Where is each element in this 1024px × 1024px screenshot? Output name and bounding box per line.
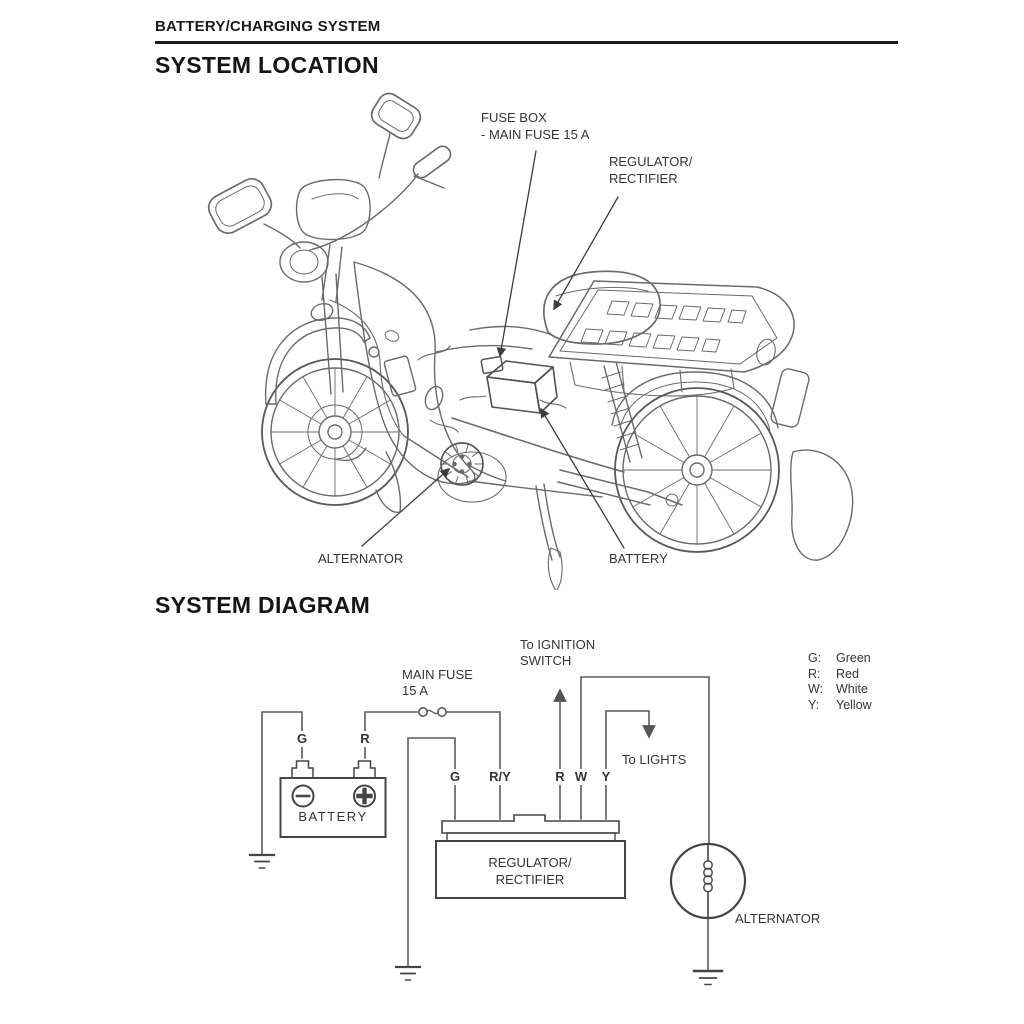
section-heading-diagram: SYSTEM DIAGRAM: [155, 592, 371, 618]
stand-art: [535, 483, 563, 590]
wire-white-to-alternator: [580, 676, 710, 844]
chapter-title: BATTERY/CHARGING SYSTEM: [155, 18, 381, 35]
legend-row-yellow: Y:Yellow: [808, 697, 872, 712]
legend-row-green: G:Green: [808, 651, 871, 665]
ground-icons: [248, 853, 724, 986]
alternator-callout-label: ALTERNATOR: [318, 551, 404, 566]
fuse-box-callout-label: FUSE BOX - MAIN FUSE 15 A: [481, 110, 590, 142]
main-fuse-icon: [417, 706, 447, 717]
legend-row-red: R:Red: [808, 666, 859, 681]
tail-art: [756, 338, 854, 561]
regulator-pin-g: G: [447, 769, 463, 785]
front-fender-art: [264, 273, 402, 513]
regulator-pin-r: R: [553, 769, 567, 785]
ground-icon-regulator: [394, 965, 422, 981]
regulator-pin-y: Y: [599, 769, 613, 785]
battery-symbol: [279, 760, 387, 838]
regulator-symbol: [435, 814, 626, 899]
ground-icon-battery: [248, 853, 276, 869]
rear-rack-art: [548, 280, 795, 397]
shock-art: [601, 361, 643, 463]
main-fuse-label: MAIN FUSE 15 A: [402, 667, 473, 698]
callout-alternator: [361, 468, 451, 547]
regulator-pin-w: W: [572, 769, 590, 785]
wire-color-legend: G:Green R:Red W:White Y:Yellow: [808, 651, 872, 713]
motorcycle-illustration: [207, 92, 854, 590]
wire-to-lights: [605, 710, 656, 820]
front-wheel-art: [261, 358, 409, 506]
battery-symbol-label: BATTERY: [298, 809, 368, 824]
rear-wheel-art: [557, 371, 780, 553]
to-lights-label: To LIGHTS: [622, 752, 687, 767]
callout-lines: [361, 150, 625, 549]
callout-fuse-box: [496, 150, 537, 358]
regulator-pin-ry: R/Y: [487, 769, 513, 785]
wire-fuse-to-ry-pin: [445, 711, 501, 820]
section-heading-location: SYSTEM LOCATION: [155, 52, 379, 78]
battery-callout-label: BATTERY: [609, 551, 668, 566]
handlebar-art: [207, 92, 452, 358]
alternator-symbol: [669, 842, 747, 920]
battery-on-bike-art: [486, 360, 558, 414]
seat-art: [543, 270, 661, 345]
wire-battery-red-left: [364, 711, 418, 759]
plus-terminal-icon: [353, 784, 376, 808]
electrics-art: [383, 345, 567, 433]
to-ignition-label: To IGNITION SWITCH: [520, 637, 596, 668]
callout-regulator: [553, 196, 619, 311]
callout-battery: [540, 407, 625, 549]
header-rule: [155, 41, 898, 44]
regulator-callout-label: REGULATOR/ RECTIFIER: [609, 154, 693, 186]
minus-terminal-icon: [291, 784, 315, 808]
battery-wire-code-g: G: [294, 731, 310, 747]
regulator-symbol-label: REGULATOR/ RECTIFIER: [488, 855, 572, 887]
alternator-symbol-label: ALTERNATOR: [735, 911, 821, 926]
body-art: [329, 261, 625, 498]
legend-row-white: W:White: [808, 682, 868, 696]
engine-art: [437, 442, 507, 503]
ground-icon-alternator: [692, 969, 724, 986]
coil-icon: [703, 860, 713, 893]
battery-wire-code-r: R: [358, 731, 372, 747]
